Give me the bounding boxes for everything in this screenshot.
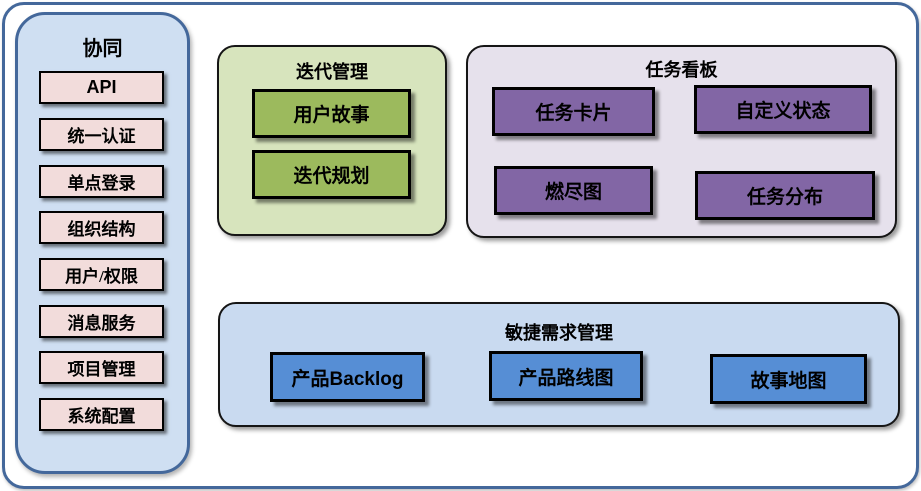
sidebar-item-system-config: 系统配置	[39, 398, 164, 431]
panel-task-board: 任务看板 任务卡片 自定义状态 燃尽图 任务分布	[466, 45, 897, 238]
sidebar-item-user-permissions: 用户/权限	[39, 258, 164, 291]
node-custom-status: 自定义状态	[694, 85, 872, 134]
node-task-distribution: 任务分布	[695, 171, 875, 220]
node-product-roadmap: 产品路线图	[489, 351, 643, 401]
node-task-card: 任务卡片	[492, 87, 655, 136]
node-story-map: 故事地图	[710, 354, 867, 404]
sidebar-item-unified-auth: 统一认证	[39, 118, 164, 151]
sidebar-collaboration: 协同 API 统一认证 单点登录 组织结构 用户/权限 消息服务 项目管理 系统…	[15, 12, 190, 474]
node-burndown-chart: 燃尽图	[494, 166, 653, 215]
node-user-story: 用户故事	[252, 89, 411, 138]
panel-iteration-management: 迭代管理 用户故事 迭代规划	[217, 45, 447, 236]
panel-agile-requirements: 敏捷需求管理 产品Backlog 产品路线图 故事地图	[218, 302, 900, 427]
panel-agile-title: 敏捷需求管理	[505, 323, 613, 343]
panel-kanban-title: 任务看板	[645, 60, 718, 80]
node-iteration-planning: 迭代规划	[252, 150, 411, 199]
sidebar-item-org-structure: 组织结构	[39, 211, 164, 244]
panel-iteration-title: 迭代管理	[296, 62, 368, 82]
node-product-backlog: 产品Backlog	[270, 352, 425, 402]
sidebar-title: 协同	[82, 38, 123, 60]
sidebar-item-sso: 单点登录	[39, 165, 164, 198]
sidebar-item-message-service: 消息服务	[39, 305, 164, 338]
sidebar-item-project-management: 项目管理	[39, 351, 164, 384]
sidebar-item-api: API	[39, 71, 164, 104]
